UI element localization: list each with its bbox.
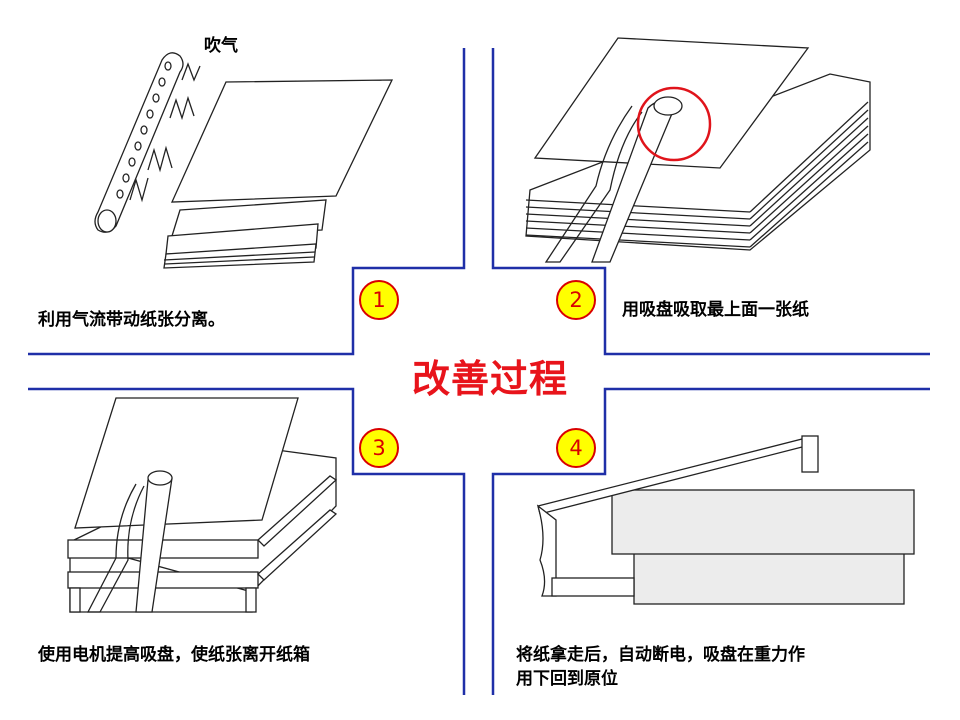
step4-caption-line1: 将纸拿走后，自动断电，吸盘在重力作 <box>516 645 805 665</box>
page-title: 改善过程 <box>411 357 568 401</box>
frame-lines <box>28 48 930 695</box>
annotation-blow-air: 吹气 <box>204 36 238 56</box>
step1-badge: 1 <box>359 280 399 320</box>
illustration-step4 <box>536 435 915 605</box>
step3-caption: 使用电机提高吸盘，使纸张离开纸箱 <box>38 645 310 665</box>
illustration-step1 <box>94 52 394 269</box>
illustration-step3 <box>67 397 338 613</box>
illustration-step2 <box>525 37 871 263</box>
step4-badge: 4 <box>556 428 596 468</box>
step4-caption-line2: 用下回到原位 <box>516 669 618 689</box>
suction-highlight-circle <box>636 86 712 162</box>
step1-caption: 利用气流带动纸张分离。 <box>38 310 225 330</box>
step2-caption: 用吸盘吸取最上面一张纸 <box>622 300 809 320</box>
step3-badge: 3 <box>359 428 399 468</box>
step2-badge: 2 <box>556 280 596 320</box>
